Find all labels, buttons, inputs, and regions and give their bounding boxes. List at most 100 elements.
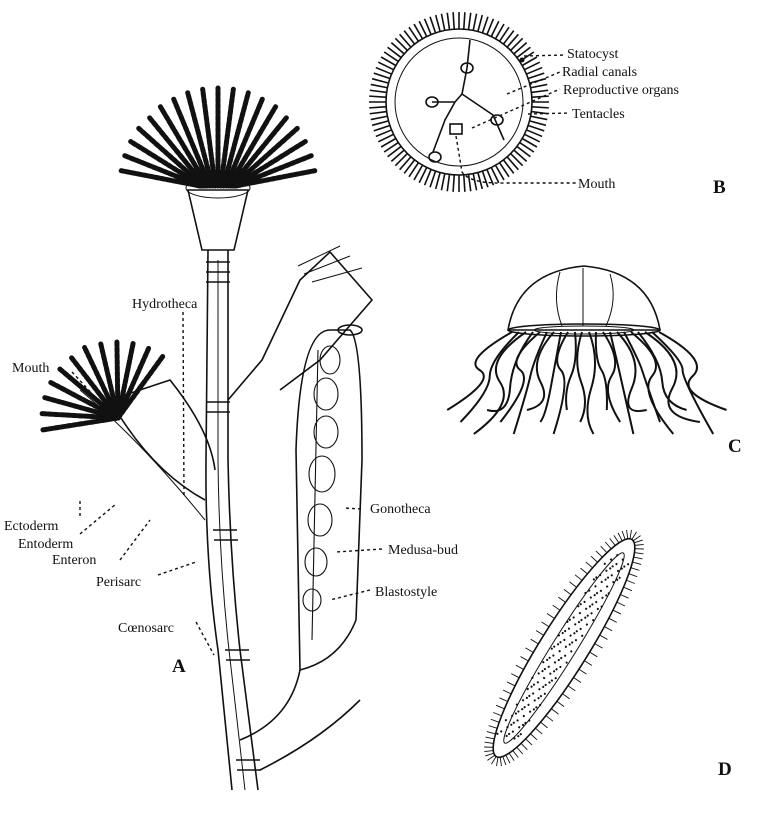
planula-larva bbox=[463, 514, 664, 781]
tentacle bbox=[603, 332, 620, 422]
stipple-dot bbox=[517, 735, 520, 738]
cilium bbox=[609, 618, 617, 623]
stipple-dot bbox=[615, 563, 618, 566]
marginal-tentacles bbox=[369, 12, 549, 192]
tentacle-stroke bbox=[441, 14, 444, 31]
reproductive-organ bbox=[429, 152, 441, 162]
cilium bbox=[613, 609, 621, 614]
stipple-dot bbox=[532, 708, 535, 711]
cilium bbox=[556, 701, 564, 706]
cilium bbox=[491, 757, 496, 765]
stipple-dot bbox=[581, 634, 584, 637]
gonangium-stalk bbox=[240, 670, 300, 740]
stipple-dot bbox=[519, 733, 522, 736]
medusa-bud bbox=[305, 548, 327, 576]
stipple-dot bbox=[568, 643, 571, 646]
cilium bbox=[491, 718, 499, 724]
hydrotheca-top bbox=[188, 190, 248, 250]
cilium bbox=[604, 626, 612, 631]
tentacle-stroke bbox=[374, 125, 390, 130]
obelia-colony bbox=[40, 88, 372, 790]
tentacle-stroke bbox=[473, 174, 476, 191]
cilium bbox=[626, 579, 634, 585]
stipple-dot bbox=[537, 697, 540, 700]
cilium bbox=[634, 554, 643, 561]
medusa-bud bbox=[309, 456, 335, 492]
tentacle-stroke bbox=[530, 79, 546, 83]
stipple-dot bbox=[505, 734, 508, 737]
tentacle-stroke bbox=[473, 14, 476, 31]
figure-letter-a: A bbox=[172, 656, 186, 677]
stipple-dot bbox=[575, 630, 578, 633]
stipple-dot bbox=[549, 672, 552, 675]
tentacle bbox=[566, 332, 576, 410]
cilium bbox=[631, 566, 640, 573]
stipple-dot bbox=[504, 719, 507, 722]
leader-coenosarc bbox=[196, 622, 214, 655]
label-perisarc: Perisarc bbox=[96, 575, 141, 590]
radial-canal bbox=[432, 68, 467, 102]
stipple-dot bbox=[585, 623, 588, 626]
stipple-dot bbox=[517, 710, 520, 713]
medusa-bud bbox=[320, 346, 340, 374]
stipple-dot bbox=[570, 650, 573, 653]
tentacle-stroke bbox=[430, 171, 435, 187]
stipple-dot bbox=[532, 683, 535, 686]
tentacle-stroke bbox=[371, 116, 388, 119]
cilium bbox=[530, 734, 538, 740]
stipple-dot bbox=[604, 578, 607, 581]
stipple-dot bbox=[527, 703, 530, 706]
cilium bbox=[584, 661, 592, 666]
stipple-dot bbox=[543, 692, 546, 695]
stipple-dot bbox=[600, 580, 603, 583]
stipple-dot bbox=[596, 592, 599, 595]
stipple-dot bbox=[554, 677, 557, 680]
stipple-dot bbox=[536, 681, 539, 684]
stem-right bbox=[228, 250, 258, 790]
planula-core bbox=[494, 547, 633, 750]
label-mouth-b: Mouth bbox=[578, 177, 615, 192]
stipple-dot bbox=[571, 641, 574, 644]
medusa-side-view bbox=[447, 266, 726, 434]
cilium bbox=[564, 589, 572, 594]
tentacle-stroke bbox=[425, 169, 432, 185]
stipple-dot bbox=[603, 562, 606, 565]
leader-enteron bbox=[120, 520, 150, 560]
label-reproductive-organs: Reproductive organs bbox=[563, 83, 679, 98]
tentacle-stroke bbox=[425, 19, 432, 35]
stipple-dot bbox=[591, 603, 594, 606]
stipple-dot bbox=[605, 569, 608, 572]
cilium bbox=[484, 743, 493, 751]
stipple-dot bbox=[530, 685, 533, 688]
stipple-dot bbox=[508, 732, 511, 735]
stipple-dot bbox=[522, 699, 525, 702]
stipple-dot bbox=[611, 565, 614, 568]
cilium bbox=[541, 622, 549, 627]
label-medusa-bud: Medusa-bud bbox=[388, 543, 458, 558]
stipple-dot bbox=[543, 668, 546, 671]
tentacle-stroke bbox=[526, 130, 542, 137]
label-entoderm: Entoderm bbox=[18, 537, 73, 552]
tentacle-stroke bbox=[436, 15, 440, 31]
tentacle bbox=[117, 340, 118, 418]
tentacle-stroke bbox=[447, 174, 449, 191]
stipple-dot bbox=[528, 694, 531, 697]
tentacle-stroke bbox=[531, 112, 548, 114]
medusa-bud bbox=[308, 504, 332, 536]
tentacle bbox=[596, 332, 607, 410]
tentacle-stroke bbox=[441, 174, 444, 191]
label-hydrotheca: Hydrotheca bbox=[132, 297, 198, 312]
stipple-dot bbox=[548, 656, 551, 659]
tentacle-stroke bbox=[369, 96, 386, 97]
cilium bbox=[620, 593, 628, 599]
cilium bbox=[558, 597, 566, 602]
stipple-dot bbox=[567, 627, 570, 630]
cilium bbox=[595, 551, 603, 557]
stipple-dot bbox=[563, 638, 566, 641]
tentacle-stroke bbox=[469, 174, 471, 191]
stipple-dot bbox=[512, 721, 515, 724]
stipple-dot bbox=[578, 612, 581, 615]
cilium bbox=[511, 673, 519, 678]
tentacle-stroke bbox=[371, 84, 388, 87]
cilium bbox=[499, 697, 507, 703]
